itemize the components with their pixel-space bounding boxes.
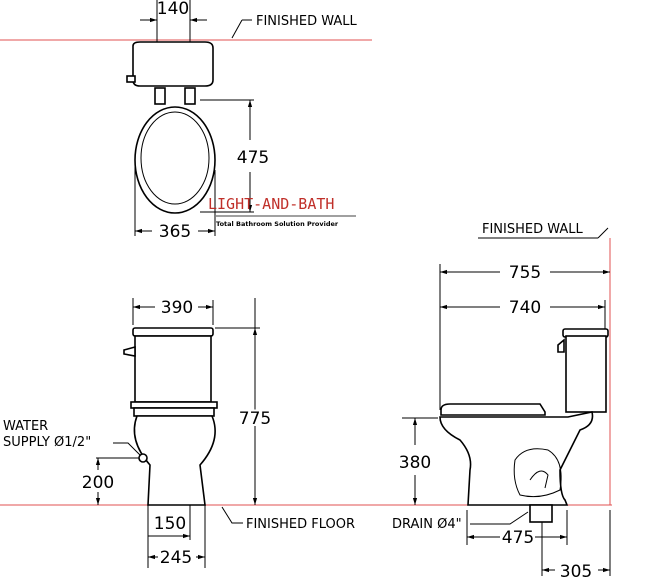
dim-475-side: 475 bbox=[502, 528, 534, 548]
logo-text: LIGHT-AND-BATH bbox=[208, 195, 334, 213]
seat-side bbox=[440, 403, 546, 416]
dim-150: 150 bbox=[154, 514, 186, 534]
dim-775: 775 bbox=[239, 409, 271, 429]
logo-tagline: Total Bathroom Solution Provider bbox=[216, 220, 339, 228]
dim-740: 740 bbox=[509, 298, 541, 318]
dim-305: 305 bbox=[560, 562, 592, 582]
finished-floor-label: FINISHED FLOOR bbox=[246, 517, 355, 532]
front-view: 390 775 WATER SUPPLY Ø1/2" 200 150 245 F… bbox=[3, 298, 355, 568]
brand-logo: LIGHT-AND-BATH Total Bathroom Solution P… bbox=[208, 195, 356, 228]
dim-475-top: 475 bbox=[237, 148, 269, 168]
side-view: FINISHED WALL 755 740 380 DRAIN Ø4" 475 … bbox=[392, 222, 611, 582]
dim-140: 140 bbox=[157, 0, 189, 19]
water-supply-label-2: SUPPLY Ø1/2" bbox=[3, 435, 91, 450]
dim-755: 755 bbox=[509, 263, 541, 283]
dim-380: 380 bbox=[399, 453, 431, 473]
dim-365: 365 bbox=[159, 222, 191, 242]
drain-label: DRAIN Ø4" bbox=[392, 517, 462, 532]
water-supply-label-1: WATER bbox=[3, 419, 48, 434]
tank-top bbox=[132, 41, 214, 87]
seat-top bbox=[134, 106, 216, 214]
top-view: 140 FINISHED WALL 475 365 bbox=[126, 0, 358, 242]
finished-wall-label-top: FINISHED WALL bbox=[256, 14, 358, 29]
dim-390: 390 bbox=[161, 298, 193, 318]
dim-245: 245 bbox=[160, 548, 192, 568]
finished-wall-label-side: FINISHED WALL bbox=[482, 222, 584, 237]
dim-200: 200 bbox=[82, 473, 114, 493]
